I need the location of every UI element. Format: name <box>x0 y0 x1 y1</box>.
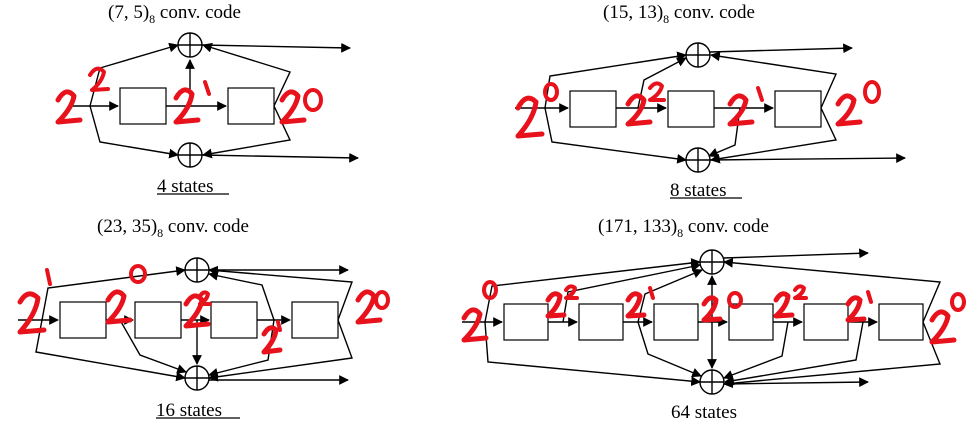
states-label-64: 64 states <box>671 402 737 423</box>
encoder-7-5: (7, 5)8 conv. code 4 states <box>55 2 359 197</box>
register-2 <box>227 87 275 125</box>
register-4 <box>291 301 339 339</box>
title-7-5: (7, 5)8 conv. code <box>108 2 241 26</box>
register-2 <box>667 90 715 128</box>
register-1 <box>569 90 617 128</box>
handwritten-annotations <box>55 66 323 125</box>
handwritten-annotations <box>461 280 966 345</box>
handwritten-annotations <box>17 264 390 355</box>
register-2 <box>134 301 182 339</box>
register-5 <box>803 303 849 341</box>
states-label-8: 8 states <box>670 180 726 201</box>
register-1 <box>503 303 549 341</box>
register-6 <box>878 303 924 341</box>
encoder-23-35: (23, 35)8 conv. code 16 states <box>17 216 390 421</box>
register-3 <box>653 303 699 341</box>
handwritten-annotations <box>515 80 881 139</box>
register-2 <box>578 303 624 341</box>
title-171-133: (171, 133)8 conv. code <box>598 216 769 240</box>
register-4 <box>728 303 774 341</box>
encoder-15-13: (15, 13)8 conv. code 8 states <box>515 2 906 201</box>
register-1 <box>119 87 167 125</box>
states-label-4: 4 states <box>157 176 213 197</box>
register-1 <box>59 301 107 339</box>
title-15-13: (15, 13)8 conv. code <box>603 2 755 26</box>
register-3 <box>774 90 822 128</box>
register-3 <box>210 301 258 339</box>
states-label-16: 16 states <box>156 400 222 421</box>
encoder-171-133: (171, 133)8 conv. code 64 states <box>461 216 966 423</box>
title-23-35: (23, 35)8 conv. code <box>97 216 249 240</box>
